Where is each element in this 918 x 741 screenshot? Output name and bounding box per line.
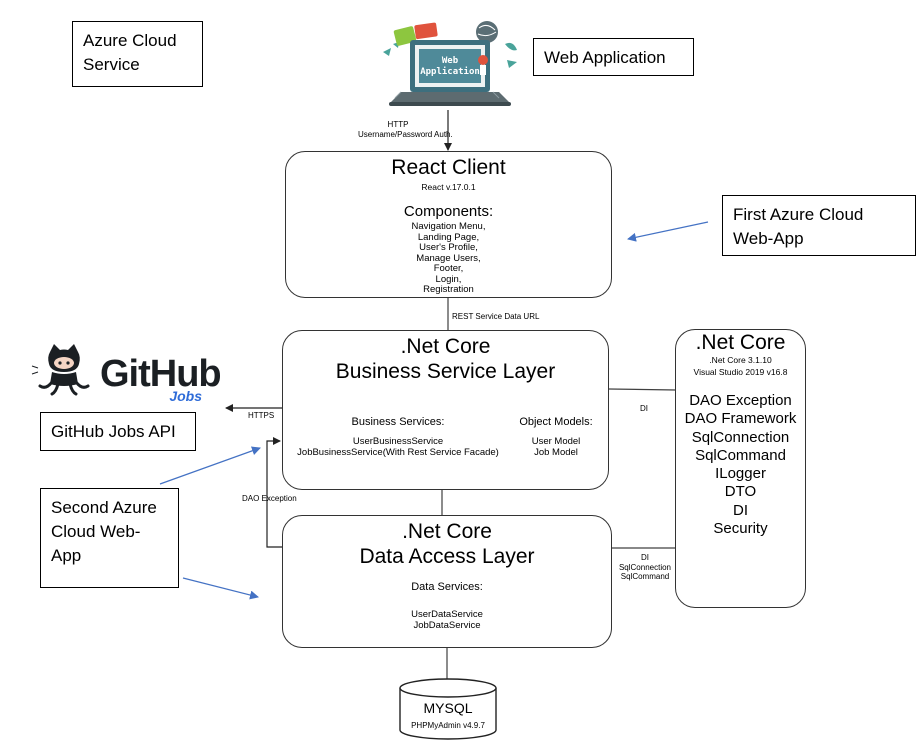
react-client-box: React Client React v.17.0.1 Components: … (285, 151, 612, 298)
list-item: DTO (724, 483, 757, 501)
list-item: JobBusinessService(With Rest Service Fac… (297, 446, 499, 458)
list-item: Footer, (433, 263, 464, 274)
list-item: UserBusinessService (352, 436, 444, 447)
dao-exception-label: DAO Exception (242, 494, 297, 503)
object-models-heading: Object Models: (519, 416, 593, 428)
list-item: Manage Users, (416, 252, 481, 264)
second-azure-upper-arrow (159, 446, 261, 485)
azure-cloud-service-note: Azure Cloud Service (72, 21, 203, 87)
list-item: SqlConnection (691, 428, 790, 446)
mysql-database: MYSQL PHPMyAdmin v4.9.7 (399, 678, 497, 740)
netcore-version: .Net Core 3.1.10 (709, 355, 772, 365)
dao-exception-arrow (266, 437, 282, 548)
list-item: JobDataService (413, 619, 481, 631)
mysql-version: PHPMyAdmin v4.9.7 (411, 721, 485, 730)
business-layer-title-1: .Net Core (400, 335, 491, 358)
list-item: Security (713, 520, 768, 538)
visual-studio-version: Visual Studio 2019 v16.8 (693, 367, 788, 377)
data-services-heading: Data Services: (411, 581, 483, 593)
octocat-icon (31, 344, 90, 396)
data-layer-title-2: Data Access Layer (359, 545, 535, 568)
netcore-side-title: .Net Core (695, 331, 786, 354)
github-wordmark: GitHub (100, 353, 220, 395)
list-item: UserDataService (411, 609, 483, 620)
github-jobs-sub: Jobs (169, 388, 202, 404)
second-azure-note: Second Azure Cloud Web-App (40, 488, 179, 588)
first-azure-arrow (627, 221, 709, 242)
web-application-note: Web Application (533, 38, 694, 76)
mysql-title: MYSQL (423, 700, 472, 716)
list-item: DAO Exception (689, 392, 792, 409)
list-item: User Model (531, 436, 581, 447)
list-item: Landing Page, (417, 231, 480, 243)
business-layer-title-2: Business Service Layer (335, 360, 556, 383)
rest-label: REST Service Data URL (452, 312, 540, 321)
list-item: Login, (435, 273, 462, 285)
object-models-section: Object Models: User Model Job Model (511, 416, 601, 458)
list-item: SqlCommand (695, 446, 786, 464)
components-list: Navigation Menu, Landing Page, User's Pr… (286, 221, 611, 296)
business-services-section: Business Services: UserBusinessService J… (283, 416, 513, 458)
di-lower-label: DI SqlConnection SqlCommand (618, 553, 672, 581)
web-application-illustration: Web Application (383, 21, 517, 106)
components-heading: Components: (403, 203, 494, 220)
di-upper-connector (608, 388, 677, 391)
list-item: DI (733, 501, 748, 519)
https-label: HTTPS (248, 411, 275, 420)
list-item: User's Profile, (419, 242, 478, 253)
list-item: DAO Framework (684, 410, 797, 428)
web-app-caption-1: Web (442, 56, 459, 66)
github-jobs-api-note: GitHub Jobs API (40, 412, 196, 451)
data-layer-title-1: .Net Core (402, 520, 492, 543)
list-item: Registration (423, 284, 474, 295)
business-layer-box: .Net Core Business Service Layer Busines… (282, 330, 609, 490)
first-azure-note: First Azure Cloud Web-App (722, 195, 916, 256)
github-jobs-logo: GitHub Jobs (31, 344, 220, 404)
business-services-heading: Business Services: (351, 416, 445, 428)
netcore-items: DAO Exception DAO Framework SqlConnectio… (676, 392, 805, 538)
list-item: Job Model (534, 446, 578, 458)
react-client-title: React Client (391, 156, 506, 179)
second-azure-lower-arrow (182, 577, 259, 600)
netcore-side-box: .Net Core .Net Core 3.1.10 Visual Studio… (675, 329, 806, 608)
react-version: React v.17.0.1 (421, 182, 476, 192)
web-app-caption-2: Application (420, 66, 480, 77)
di-upper-label: DI (640, 404, 648, 413)
http-label: HTTP Username/Password Auth. (358, 120, 453, 139)
data-layer-box: .Net Core Data Access Layer Data Service… (282, 515, 612, 648)
list-item: Navigation Menu, (411, 221, 486, 232)
data-services-list: UserDataService JobDataService (283, 609, 611, 631)
list-item: ILogger (715, 465, 766, 483)
